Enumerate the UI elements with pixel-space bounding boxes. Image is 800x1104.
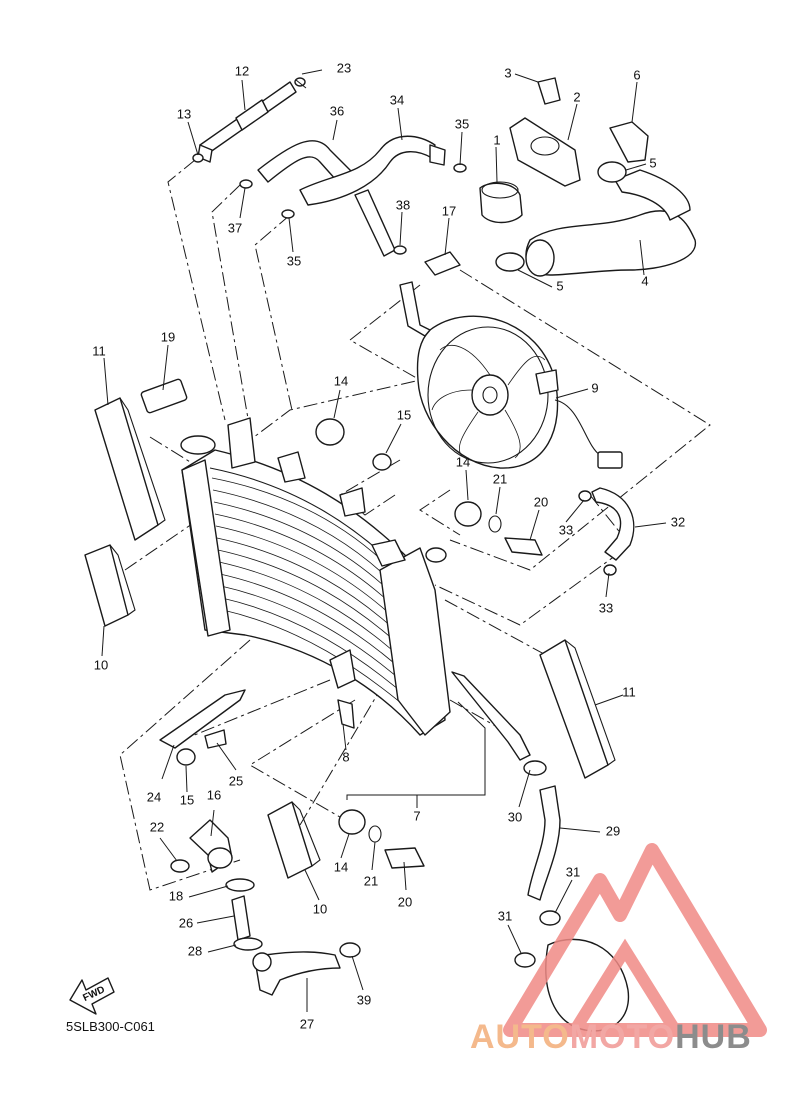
callout-14a: 14	[334, 373, 348, 388]
callout-31b: 31	[498, 908, 512, 923]
fwd-arrow: FWD	[69, 977, 115, 1015]
callout-35b: 35	[287, 253, 301, 268]
callout-13: 13	[177, 106, 191, 121]
callout-26: 26	[179, 915, 193, 930]
callout-7: 7	[413, 808, 420, 823]
callout-25: 25	[229, 773, 243, 788]
callout-12: 12	[235, 63, 249, 78]
callout-39: 39	[357, 992, 371, 1007]
callout-numbers: 1 2 3 4 5 5 6 7 8 9 10 10 11 11 12 13 14…	[92, 60, 685, 1031]
callout-16: 16	[207, 787, 221, 802]
callout-10b: 10	[313, 901, 327, 916]
callout-29: 29	[606, 823, 620, 838]
diagram-code: 5SLB300-C061	[66, 1019, 155, 1034]
callout-38: 38	[396, 197, 410, 212]
small-parts	[140, 77, 649, 1032]
callout-1: 1	[493, 132, 500, 147]
callout-33b: 33	[599, 600, 613, 615]
hoses	[189, 81, 696, 996]
callout-35a: 35	[455, 116, 469, 131]
callout-5b: 5	[556, 278, 563, 293]
callout-14c: 14	[334, 859, 348, 874]
callout-20a: 20	[534, 494, 548, 509]
callout-27: 27	[300, 1016, 314, 1031]
callout-18: 18	[169, 888, 183, 903]
callout-34: 34	[390, 92, 404, 107]
foam-pads	[84, 397, 616, 879]
watermark-part-auto: AUTO	[470, 1018, 570, 1056]
callout-4: 4	[641, 273, 648, 288]
watermark-text: AUTOMOTOHUB	[470, 1018, 752, 1057]
callout-15a: 15	[397, 407, 411, 422]
callout-14b: 14	[456, 454, 470, 469]
cooling-fan	[399, 281, 623, 469]
callout-8: 8	[342, 749, 349, 764]
callout-31a: 31	[566, 864, 580, 879]
callout-5a: 5	[649, 155, 656, 170]
callout-21b: 21	[364, 873, 378, 888]
callout-lines	[101, 69, 667, 1012]
callout-32: 32	[671, 514, 685, 529]
callout-6: 6	[633, 67, 640, 82]
callout-11b: 11	[622, 684, 636, 699]
callout-15b: 15	[180, 792, 194, 807]
watermark-part-moto: MOTO	[569, 1018, 676, 1056]
callout-24: 24	[147, 789, 161, 804]
callout-23: 23	[337, 60, 351, 75]
callout-37: 37	[228, 220, 242, 235]
callout-17: 17	[442, 203, 456, 218]
watermark-logo	[503, 843, 767, 1037]
callout-28: 28	[188, 943, 202, 958]
watermark-part-hub: HUB	[675, 1018, 752, 1056]
callout-21a: 21	[493, 471, 507, 486]
callout-11a: 11	[92, 343, 106, 358]
callout-9: 9	[591, 380, 598, 395]
callout-2: 2	[573, 89, 580, 104]
callout-10a: 10	[94, 657, 108, 672]
callout-36: 36	[330, 103, 344, 118]
callout-19: 19	[161, 329, 175, 344]
callout-33a: 33	[559, 522, 573, 537]
callout-30: 30	[508, 809, 522, 824]
callout-20b: 20	[398, 894, 412, 909]
callout-22: 22	[150, 819, 164, 834]
callout-3: 3	[504, 65, 511, 80]
radiator-assembly	[180, 417, 451, 736]
